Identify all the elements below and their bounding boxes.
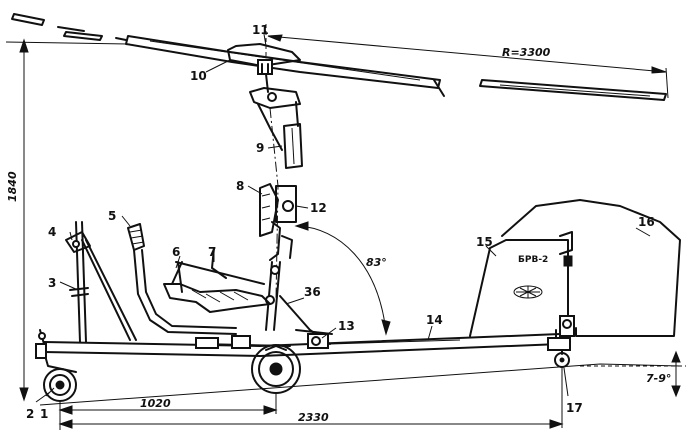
callout-5: 5 [108, 209, 116, 223]
pilot-seat [163, 247, 271, 313]
height-label: 1840 [6, 171, 19, 202]
callout-4: 4 [48, 225, 56, 239]
callout-8: 8 [236, 179, 244, 193]
keel-beam [43, 295, 561, 357]
tail-skid [547, 315, 575, 368]
height-top-reference-line [5, 41, 131, 45]
rotor-radius-dimension: R=3300 [267, 34, 669, 99]
rotor-hub [227, 24, 301, 75]
height-dimension: 1840 [6, 38, 29, 402]
stabilizer-15: БРВ-2 [469, 231, 573, 337]
tail-angle-dimension: 7-9° [646, 350, 681, 398]
seat-angle-dimension: 83° [294, 221, 391, 336]
main-wheel [251, 344, 301, 394]
callout-3: 3 [48, 276, 56, 290]
callout-13: 13 [338, 319, 355, 333]
base-dimensions: 1020 2330 [58, 368, 564, 430]
control-stick [127, 223, 237, 335]
callout-15: 15 [476, 235, 493, 249]
callout-7: 7 [208, 245, 216, 259]
callout-36: 36 [304, 285, 321, 299]
callout-labels: 1 2 3 4 5 6 7 8 9 10 11 12 13 14 15 16 1… [26, 23, 655, 421]
callout-12: 12 [310, 201, 327, 215]
callout-10: 10 [190, 69, 207, 83]
callout-17: 17 [566, 401, 583, 415]
front-wheel-base-label: 1020 [140, 397, 171, 410]
callout-16: 16 [638, 215, 655, 229]
seat-back [259, 183, 297, 331]
callout-6: 6 [172, 245, 180, 259]
ground-line [39, 363, 681, 406]
wheel-base-label: 2330 [298, 411, 329, 424]
seat-angle-label: 83° [366, 256, 387, 269]
callout-11: 11 [252, 23, 269, 37]
callout-9: 9 [256, 141, 264, 155]
rotor-blades [11, 13, 667, 101]
callout-1: 1 [40, 407, 48, 421]
front-strut [65, 221, 137, 343]
callout-2: 2 [26, 407, 34, 421]
rotor-head-assembly [249, 73, 303, 169]
leader-lines [35, 33, 651, 403]
rotor-radius-label: R=3300 [502, 46, 551, 59]
fin-16 [501, 199, 681, 337]
stabilizer-marking: БРВ-2 [518, 255, 548, 265]
nose-wheel [35, 329, 77, 402]
callout-14: 14 [426, 313, 443, 327]
tail-angle-label: 7-9° [646, 372, 671, 385]
